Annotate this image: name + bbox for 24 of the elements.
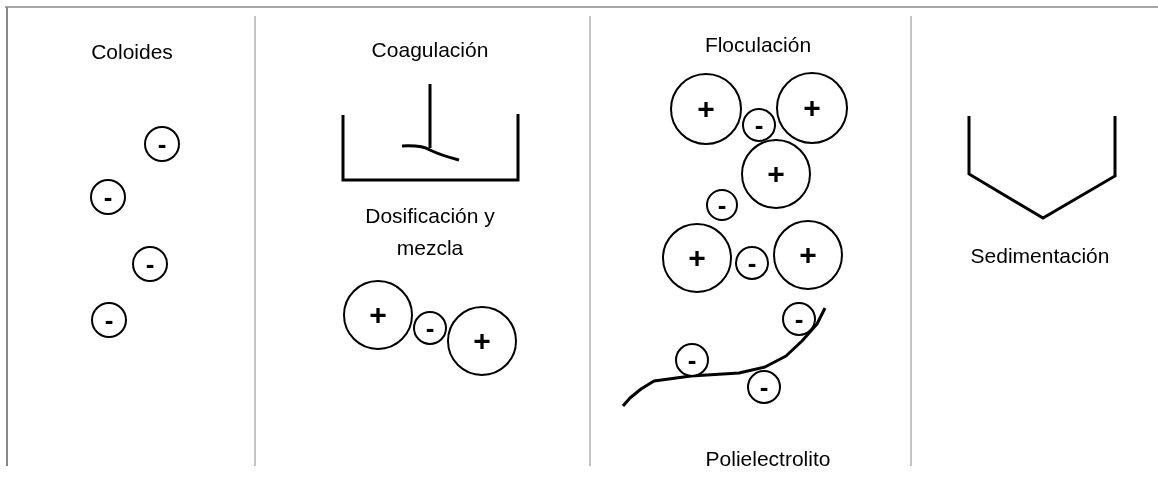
positive-particle: +: [670, 73, 742, 145]
negative-particle: -: [144, 126, 180, 162]
negative-particle: -: [735, 246, 769, 280]
stage-label: Floculación: [703, 32, 813, 58]
negative-particle: -: [742, 108, 776, 142]
negative-particle: -: [132, 246, 168, 282]
stage-label: Coagulación: [370, 37, 490, 63]
negative-particle: -: [90, 179, 126, 215]
stage-label: Coloides: [90, 39, 174, 65]
negative-particle: -: [782, 302, 816, 336]
positive-particle: +: [447, 306, 517, 376]
positive-particle: +: [741, 139, 811, 209]
negative-particle: -: [706, 189, 738, 221]
negative-particle: -: [413, 311, 447, 345]
stage-label: Polielectrolito: [704, 446, 832, 472]
negative-particle: -: [747, 370, 781, 404]
negative-particle: -: [675, 343, 709, 377]
negative-particle: -: [91, 302, 127, 338]
positive-particle: +: [773, 220, 843, 290]
positive-particle: +: [343, 280, 413, 350]
stage-label: Dosificación y mezcla: [364, 203, 496, 261]
positive-particle: +: [776, 72, 848, 144]
positive-particle: +: [662, 223, 732, 293]
stage-label: Sedimentación: [969, 243, 1111, 269]
